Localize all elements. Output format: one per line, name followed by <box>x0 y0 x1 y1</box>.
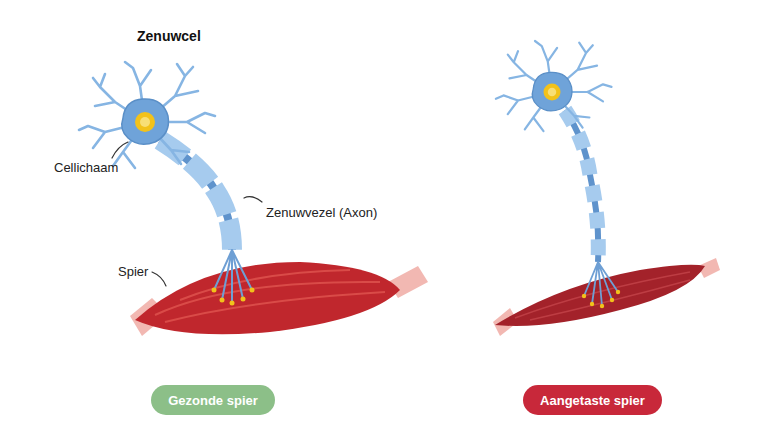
part-label: Spier <box>118 264 148 280</box>
caption-pill: Gezonde spier <box>151 385 275 415</box>
pill-text: Aangetaste spier <box>540 393 645 408</box>
part-label: Cellichaam <box>54 160 118 176</box>
caption-pill: Aangetaste spier <box>523 385 662 415</box>
part-label: Zenuwvezel (Axon) <box>266 205 377 221</box>
diagram-title: Zenuwcel <box>137 28 201 44</box>
pill-text: Gezonde spier <box>168 393 258 408</box>
